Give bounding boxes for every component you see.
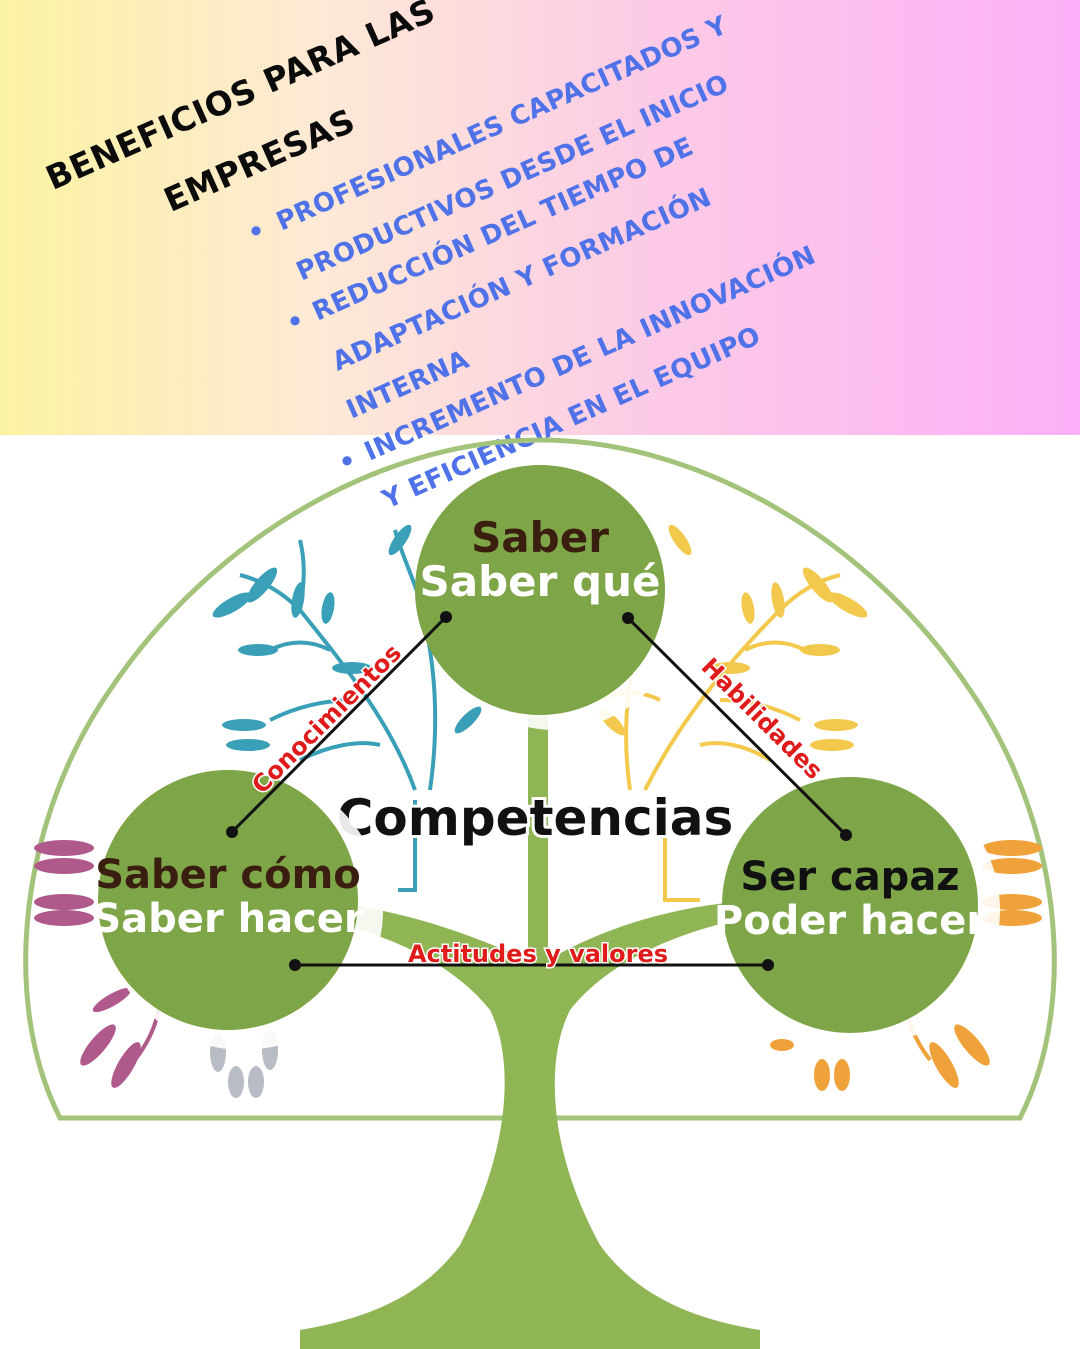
tree-trunk	[300, 700, 760, 1349]
edge-label-habilidades: Habilidades	[696, 652, 828, 784]
edge-dots	[226, 611, 852, 971]
node-left-line2: Saber hacer	[92, 896, 364, 942]
node-right: Ser capaz Poder hacer	[714, 775, 1000, 1045]
node-top: Saber Saber qué	[415, 465, 685, 730]
header-gradient-band	[0, 0, 1080, 435]
node-left-line1: Saber cómo	[95, 852, 361, 898]
purple-leaves-icon	[34, 840, 162, 1088]
teal-leaves-icon	[212, 524, 482, 751]
canopy-outline	[23, 437, 1057, 1121]
yellow-leaves-icon	[598, 524, 868, 751]
dot-left-right-end	[762, 959, 774, 971]
edge-top-right	[626, 616, 848, 837]
dot-left-top-end	[440, 611, 452, 623]
node-top-line2: Saber qué	[420, 557, 661, 606]
dot-top-right-end	[840, 829, 852, 841]
dot-top-right-start	[622, 612, 634, 624]
node-top-line1: Saber	[471, 513, 609, 562]
competencias-label: Competencias	[337, 789, 734, 847]
edges	[230, 615, 848, 967]
node-left: Saber cómo Saber hacer	[92, 770, 383, 1050]
dot-left-top-start	[226, 826, 238, 838]
edge-label-actitudes: Actitudes y valores	[408, 940, 668, 968]
node-right-line2: Poder hacer	[714, 898, 987, 944]
node-right-line1: Ser capaz	[740, 854, 959, 900]
edge-left-top	[230, 615, 448, 834]
dot-left-right-start	[289, 959, 301, 971]
